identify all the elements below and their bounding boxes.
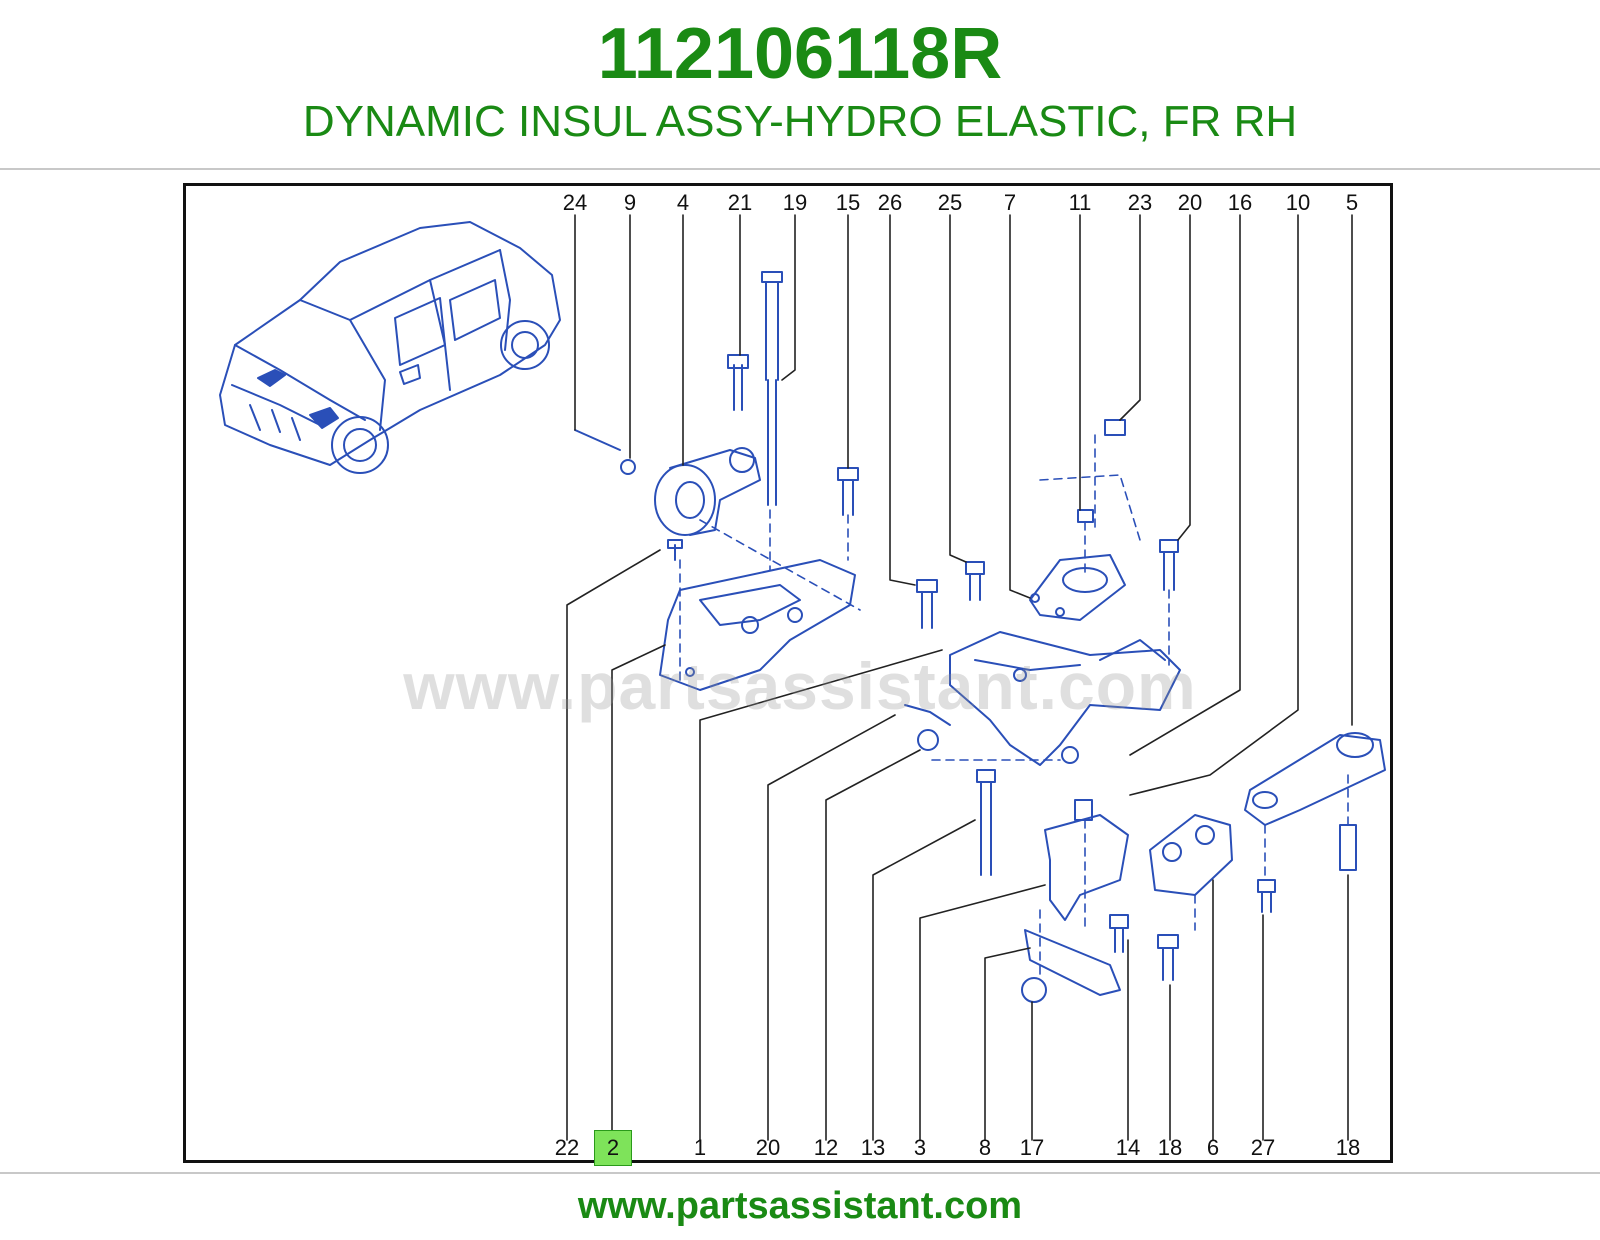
assembly-dash-lines: [679, 434, 1349, 976]
callout-top-4[interactable]: 4: [676, 190, 690, 215]
callout-bottom-18[interactable]: 18: [1157, 1135, 1183, 1160]
bracket-left: [659, 539, 856, 691]
callout-bottom-1[interactable]: 1: [693, 1135, 707, 1160]
callout-bottom-13[interactable]: 13: [860, 1135, 886, 1160]
vehicle-locator-illustration: [219, 221, 561, 474]
callout-top-19[interactable]: 19: [782, 190, 808, 215]
mount-lower-center: [904, 704, 1129, 921]
callout-bottom-14[interactable]: 14: [1115, 1135, 1141, 1160]
callout-bottom-27[interactable]: 27: [1250, 1135, 1276, 1160]
diagram-frame: [183, 183, 1393, 1163]
callout-top-11[interactable]: 11: [1068, 190, 1092, 215]
mount-right: [1149, 814, 1233, 981]
callout-top-5[interactable]: 5: [1345, 190, 1359, 215]
callout-bottom-20[interactable]: 20: [755, 1135, 781, 1160]
part-description: DYNAMIC INSUL ASSY-HYDRO ELASTIC, FR RH: [302, 97, 1298, 146]
exploded-parts-diagram: [219, 214, 1386, 1141]
bracket-center: [949, 631, 1181, 766]
callout-bottom-8[interactable]: 8: [978, 1135, 992, 1160]
callout-top-25[interactable]: 25: [937, 190, 963, 215]
callout-top-10[interactable]: 10: [1285, 190, 1311, 215]
torque-rod: [1244, 732, 1386, 913]
callout-top-9[interactable]: 9: [623, 190, 637, 215]
mount-top-right: [1029, 419, 1179, 621]
callout-bottom-12[interactable]: 12: [813, 1135, 839, 1160]
callout-top-24[interactable]: 24: [562, 190, 588, 215]
mount-assembly-left: [574, 429, 761, 536]
callout-bottom-17[interactable]: 17: [1019, 1135, 1045, 1160]
callout-bottom-18-right[interactable]: 18: [1335, 1135, 1361, 1160]
callout-top-26[interactable]: 26: [877, 190, 903, 215]
callout-top-15[interactable]: 15: [835, 190, 861, 215]
top-divider: [0, 168, 1600, 170]
footer-website-link[interactable]: www.partsassistant.com: [577, 1185, 1023, 1227]
callout-top-23[interactable]: 23: [1127, 190, 1153, 215]
bottom-divider: [0, 1172, 1600, 1174]
part-number-title: 112106118R: [597, 14, 1003, 94]
callout-top-16[interactable]: 16: [1227, 190, 1253, 215]
callout-top-7[interactable]: 7: [1003, 190, 1017, 215]
callout-bottom-6[interactable]: 6: [1206, 1135, 1220, 1160]
callout-top-21[interactable]: 21: [727, 190, 753, 215]
callout-leader-lines: [566, 214, 1353, 1141]
callout-bottom-22[interactable]: 22: [554, 1135, 580, 1160]
callout-bottom-3[interactable]: 3: [913, 1135, 927, 1160]
watermark: www.partsassistant.com: [403, 649, 1197, 723]
bracket-lower: [1021, 914, 1129, 1003]
callout-top-20[interactable]: 20: [1177, 190, 1203, 215]
bolts-center: [837, 467, 985, 629]
bolt-long-pair: [727, 271, 783, 506]
callout-bottom-2-highlighted[interactable]: 2: [594, 1130, 632, 1166]
